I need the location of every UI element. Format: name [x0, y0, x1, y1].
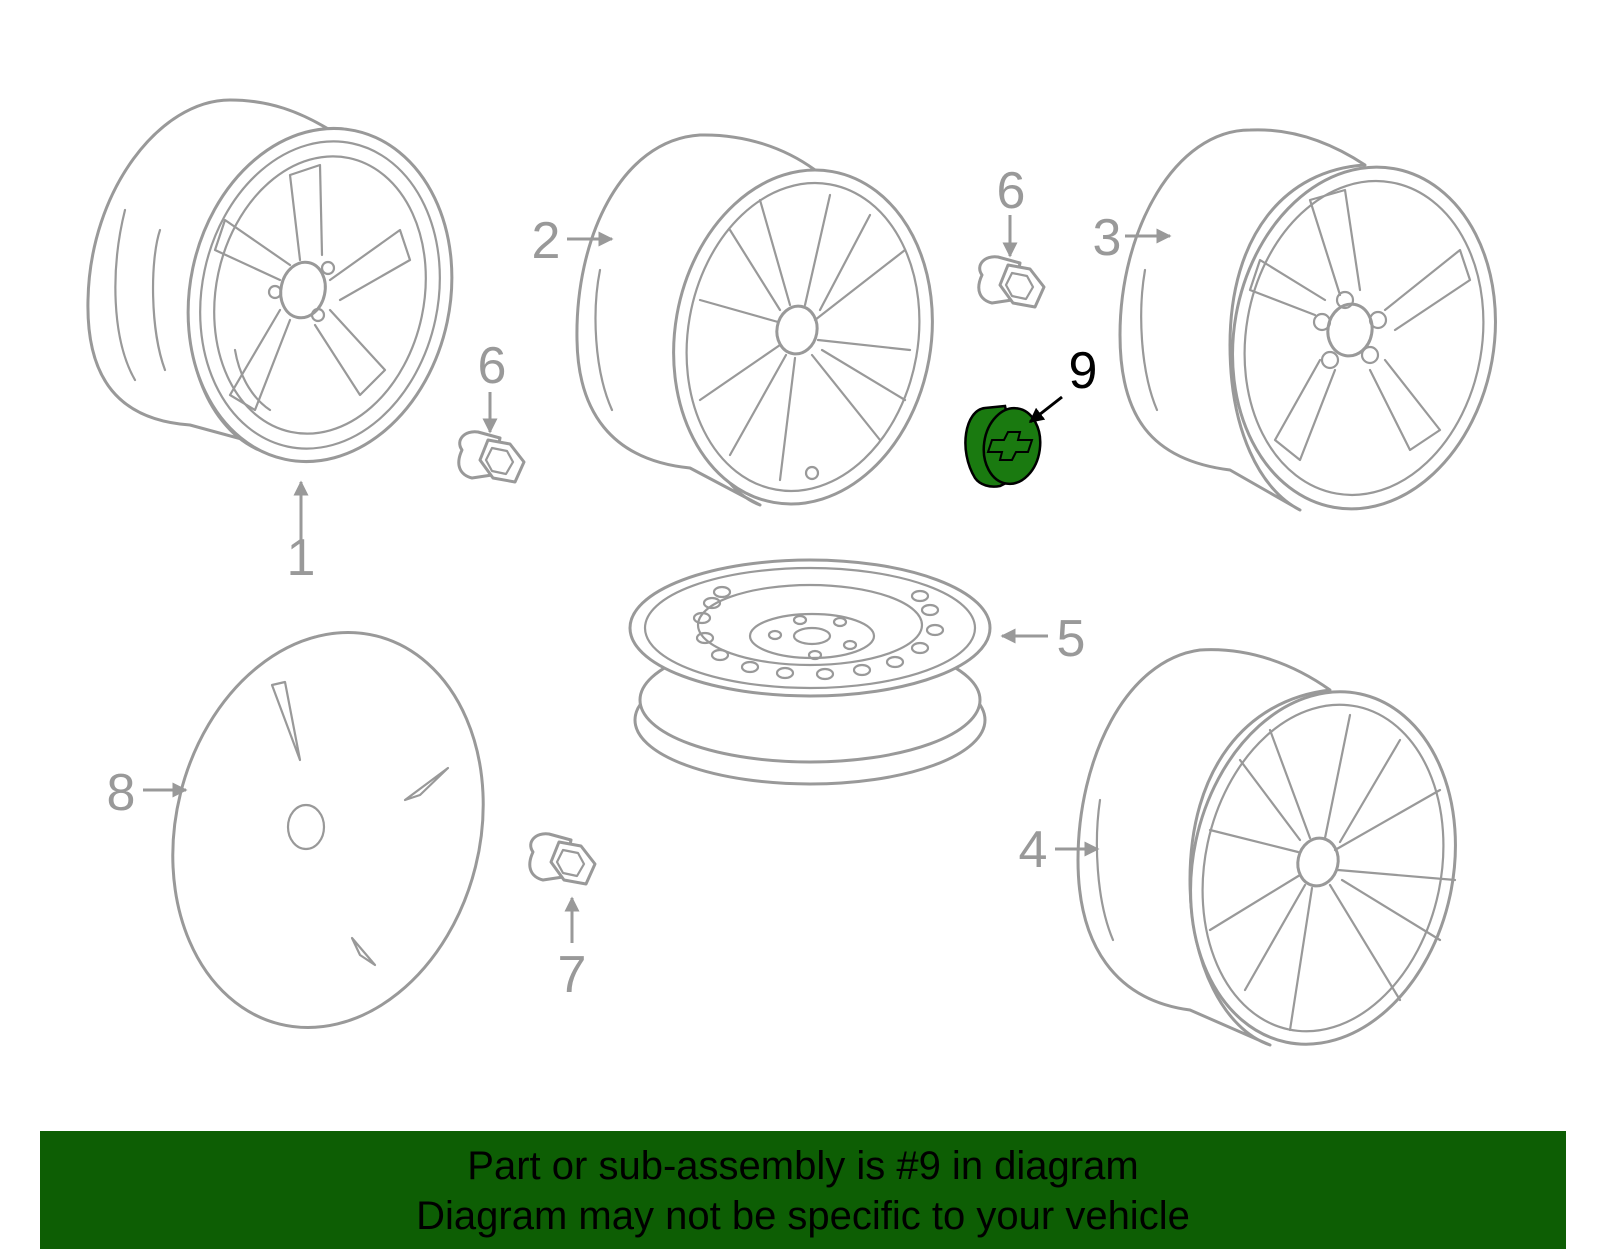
banner-line-disclaimer: Diagram may not be specific to your vehi…	[416, 1194, 1190, 1238]
banner-line-part: Part or sub-assembly is #9 in diagram	[467, 1144, 1139, 1188]
wheel-3-icon[interactable]	[1118, 128, 1522, 530]
center-cap-9-icon[interactable]	[964, 404, 1045, 488]
info-banner: Part or sub-assembly is #9 in diagram Di…	[40, 1131, 1566, 1249]
lug-nut-6b-icon[interactable]	[977, 255, 1046, 309]
callout-2[interactable]: 2	[532, 212, 561, 270]
callout-6-right[interactable]: 6	[997, 162, 1026, 220]
callout-7[interactable]: 7	[558, 946, 587, 1004]
callout-3[interactable]: 3	[1093, 209, 1122, 267]
wheel-cover-8-icon[interactable]	[132, 599, 524, 1061]
callout-1[interactable]: 1	[287, 529, 316, 587]
callout-4[interactable]: 4	[1019, 821, 1048, 879]
wheel-2-icon[interactable]	[575, 133, 958, 525]
lug-nut-6a-icon[interactable]	[457, 430, 526, 484]
spare-wheel-5-icon[interactable]	[628, 558, 992, 786]
callout-5[interactable]: 5	[1057, 610, 1086, 668]
lug-nut-7-icon[interactable]	[528, 832, 597, 886]
wheel-4-icon[interactable]	[1076, 648, 1487, 1069]
wheel-1-icon[interactable]	[86, 98, 482, 486]
callout-8[interactable]: 8	[107, 764, 136, 822]
callout-9[interactable]: 9	[1069, 342, 1098, 400]
leader-9	[1028, 395, 1063, 424]
callout-6-left[interactable]: 6	[478, 337, 507, 395]
